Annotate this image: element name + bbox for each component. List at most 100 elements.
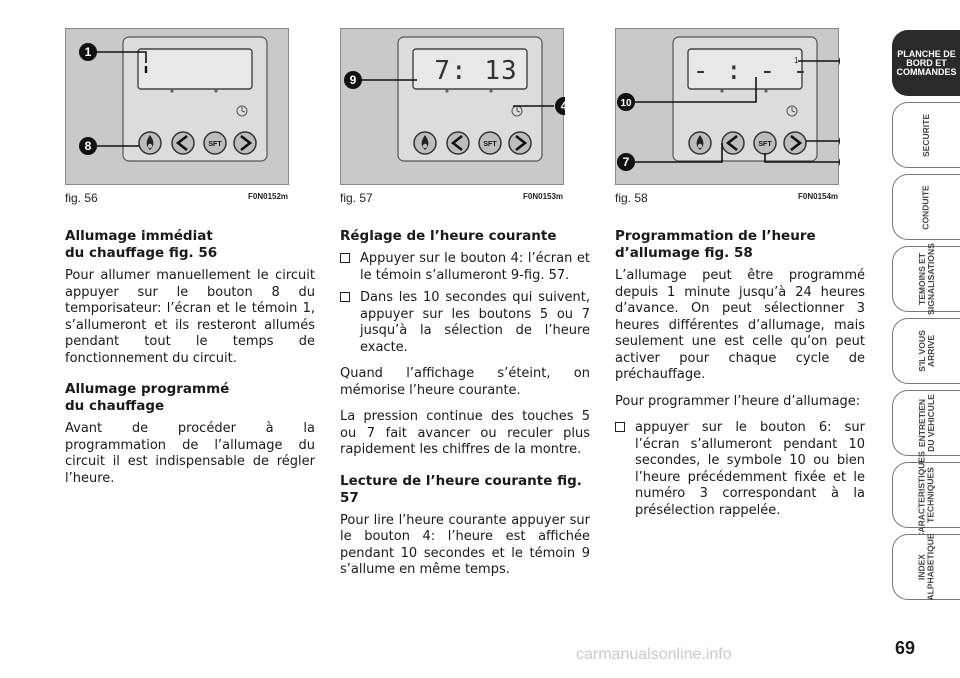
sft-label: SFT [208,141,222,148]
arrow-right-icon [515,134,528,152]
timer-button [783,131,807,155]
timer-button [508,131,532,155]
list-item: Appuyer sur le bouton 4: l’écran et le t… [340,251,590,284]
callout-leader [635,143,723,163]
checkbox-bullet-icon [615,422,625,432]
sft-label: SFT [758,141,772,148]
callout-number: 9 [350,73,357,87]
checkbox-bullet-icon [340,253,350,263]
figure-57: SFT 7: 13 9 4 [340,28,565,185]
checkbox-bullet-icon [340,292,350,302]
timer-illustration: SFT 1 8 [79,36,268,162]
screen-dot [214,89,218,93]
figure-code: F0N0153m [523,192,564,201]
callout-leader [764,153,839,163]
paragraph: Pour lire l’heure courante appuyer sur l… [340,512,590,578]
arrow-right-icon [240,134,253,152]
lcd-screen [412,48,528,90]
timer-illustration: SFT 7: 13 9 4 [344,36,565,162]
figure-code: F0N0154m [798,192,839,201]
flame-inner [422,143,428,149]
callout-number: 8 [85,139,92,153]
clock-icon [236,105,248,117]
timer-button [203,131,227,155]
callout-marker [344,71,362,89]
section-heading: Lecture de l’heure courante fig. 57 [340,472,582,506]
tab-planche-de-bord[interactable]: PLANCHE DE BORD ET COMMANDES [892,30,960,96]
step-list: appuyer sur le bouton 6: sur l’écran s’a… [615,420,865,519]
callout-number: 1 [85,45,92,59]
callout-marker [617,153,635,171]
sft-label: SFT [483,141,497,148]
tab-index[interactable]: INDEX ALPHABETIQUE [892,533,960,601]
figure-caption: fig. 57 [340,191,373,205]
timer-button [233,131,257,155]
callout-marker [839,157,840,167]
callout-marker [555,97,565,115]
column-2: Réglage de l’heure courante Appuyer sur … [340,228,590,589]
arrow-left-icon [450,134,463,152]
clock-face [236,105,248,117]
callout-number: 4 [561,99,565,113]
callout-marker [839,136,840,146]
timer-button [721,131,745,155]
tab-caracteristiques[interactable]: CARACTERISTIQUES TECHNIQUES [892,451,960,539]
lcd-digits: - : - - [693,56,810,86]
timer-button [171,131,195,155]
flame-inner [697,143,703,149]
callout-marker [79,137,97,155]
figure-code: F0N0152m [248,192,289,201]
screen-dot [170,89,174,93]
timer-button [478,131,502,155]
screen-dot [764,89,768,93]
figure-caption: fig. 56 [65,191,98,205]
clock-face [786,105,798,117]
screen-dot [489,89,493,93]
watermark: carmanualsonline.info [576,646,732,663]
list-item: Dans les 10 secondes qui suivent, appuye… [340,290,590,356]
arrow-left-icon [725,134,738,152]
lcd-screen [687,48,803,90]
arrow-left-icon [175,134,188,152]
clock-hand [241,110,246,113]
clock-hand [791,110,796,113]
screen-dot [445,89,449,93]
figure-58: SFT- : - -1310576 [615,28,840,185]
paragraph: L’allumage peut être programmé depuis 1 … [615,268,865,382]
paragraph: Avant de procéder à la programmation de … [65,421,315,486]
callout-marker [79,43,97,61]
step-list: Appuyer sur le bouton 4: l’écran et le t… [340,251,590,356]
callout-marker [839,56,840,66]
tab-temoins[interactable]: TEMOINS ET SIGNALISATIONS [892,243,960,315]
callout-number: 7 [623,155,630,169]
callout-marker [617,93,635,111]
preset-number: 1 [794,56,799,65]
section-heading: Réglage de l’heure courante [340,228,557,244]
paragraph: Quand l’affichage s’éteint, on mémorise … [340,366,590,398]
paragraph: Pour allumer manuellement le circuit app… [65,268,315,366]
lcd-digits: 7: 13 [434,56,517,86]
arrow-right-icon [790,134,803,152]
tab-securite[interactable]: SECURITE [892,102,960,168]
lcd-screen [137,48,253,90]
tab-conduite[interactable]: CONDUITE [892,174,960,240]
paragraph: La pression continue des touches 5 ou 7 … [340,409,590,457]
callout-leader [97,51,147,63]
figure-caption: fig. 58 [615,191,648,205]
callout-leader [635,77,757,103]
page-number: 69 [895,638,916,658]
paragraph: Pour programmer l’heure d’allumage: [615,393,861,409]
callout-number: 10 [620,98,632,109]
tab-entretien[interactable]: ENTRETIEN DU VEHICULE [892,390,960,456]
flame-inner [147,143,153,149]
clock-hand [516,110,521,113]
tab-sil-vous-arrive[interactable]: S'IL VOUS ARRIVE [892,318,960,384]
screen-dot [720,89,724,93]
figure-56: SFT 1 8 [65,28,289,185]
timer-button [446,131,470,155]
